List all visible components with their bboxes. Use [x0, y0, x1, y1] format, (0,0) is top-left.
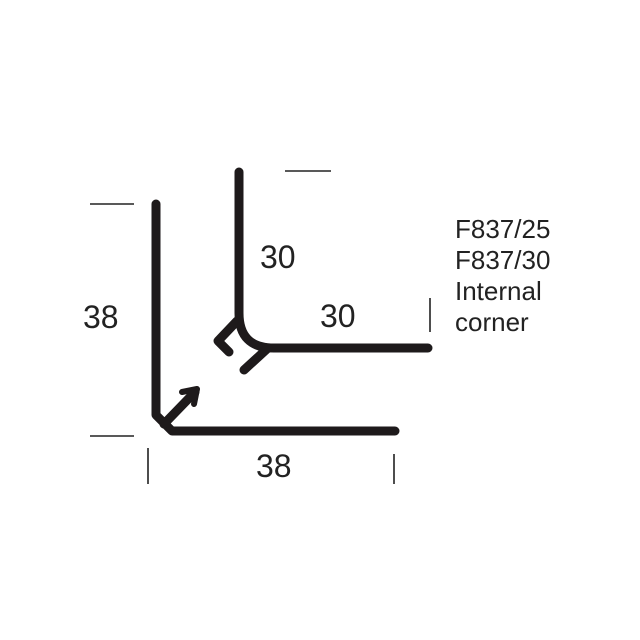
label-line: F837/25 — [455, 214, 551, 244]
inner-profile — [213, 167, 433, 375]
dim-outer-width: 38 — [256, 448, 292, 484]
dim-inner-width: 30 — [320, 298, 356, 334]
label-line: Internal — [455, 276, 542, 306]
label-line: F837/30 — [455, 245, 551, 275]
outer-profile — [151, 199, 400, 436]
dim-outer-height: 38 — [83, 299, 119, 335]
dim-inner-height: 30 — [260, 239, 296, 275]
product-label: F837/25 F837/30 Internal corner — [455, 214, 550, 338]
label-line: corner — [455, 307, 529, 337]
